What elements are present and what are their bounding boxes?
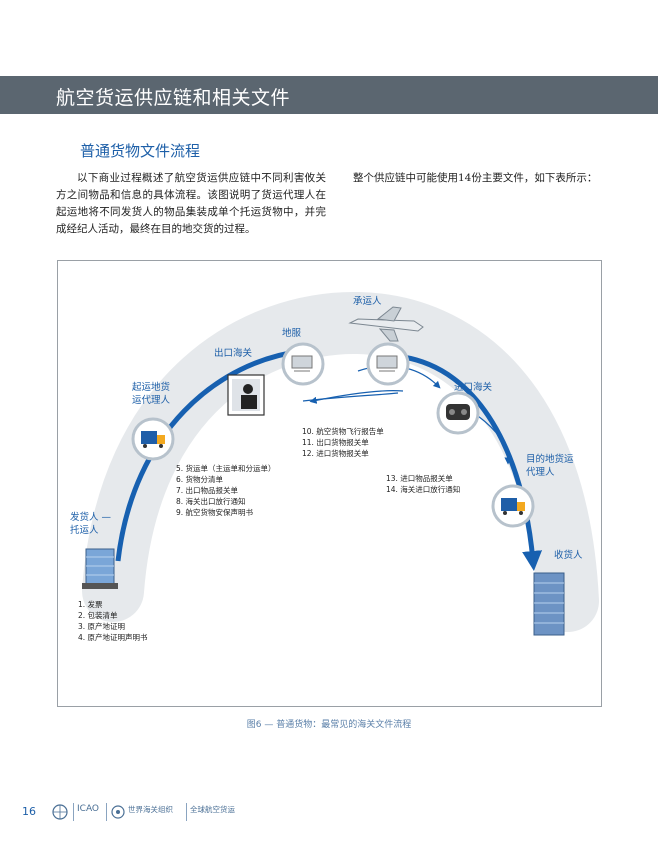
label-import-customs: 进口海关 [454,382,493,393]
docs-forwarder-list: 5. 货运单（主运单和分运单） 6. 货物分清单 7. 出口物品报关单 8. 海… [176,463,276,518]
documents-intro-paragraph: 整个供应链中可能使用14份主要文件，如下表所示： [353,172,598,184]
arrow-dest-forwarder [477,415,512,465]
docs-shipper-list: 1. 发票 2. 包装清单 3. 原产地证明 4. 原产地证明声明书 [78,599,148,643]
doc-item: 3. 原产地证明 [78,622,126,631]
page-title: 航空货运供应链和相关文件 [56,87,291,109]
doc-item: 5. 货运单（主运单和分运单） [176,464,276,473]
label-origin-forwarder-line1: 起运地货 [132,382,171,393]
main-flow-arrow [115,348,304,562]
header-band: 航空货运供应链和相关文件 [0,76,658,114]
doc-item: 7. 出口物品报关单 [176,486,239,495]
label-shipper-line1: 发货人 — [70,512,112,523]
label-ground-handling: 地服 [282,328,302,339]
doc-item: 10. 航空货物飞行报告单 [302,427,384,436]
building-icon [82,548,118,589]
footer-separator [106,803,107,821]
label-dest-forwarder-line1: 目的地货运 [526,454,574,465]
wco-emblem-icon [111,805,125,819]
supply-chain-diagram: 发货人 — 托运人 起运地货 运代理人 出口海关 地服 承运人 进口海关 目的地… [57,260,602,707]
label-shipper-line2: 托运人 [70,525,99,536]
doc-item: 2. 包装清单 [78,611,118,620]
label-destination-forwarder: 目的地货运 代理人 [526,453,574,479]
doc-item: 8. 海关出口放行通知 [176,497,246,506]
consignee-building-icon [533,572,565,636]
diagram-canvas [82,291,599,636]
destination-forwarder-truck-icon [491,484,535,528]
footer-separator [73,803,74,821]
series-title: 全球航空货运 [190,805,235,814]
doc-item: 6. 货物分清单 [176,475,224,484]
aircraft-icon [348,306,424,342]
doc-item: 11. 出口货物报关单 [302,438,369,447]
arch-band [82,291,599,632]
doc-item: 9. 航空货物安保声明书 [176,508,254,517]
icao-emblem-icon [52,804,68,820]
label-dest-forwarder-line2: 代理人 [526,467,555,478]
footer-separator [186,803,187,821]
label-origin-forwarder-line2: 运代理人 [132,395,171,406]
carrier-handling-icon [366,342,410,386]
icao-logo-text: ICAO [77,804,100,814]
origin-forwarder-truck-icon [131,417,175,461]
label-shipper: 发货人 — 托运人 [70,511,111,537]
intro-paragraph: 以下商业过程概述了航空货运供应链中不同利害攸关方之间物品和信息的具体流程。该图说… [56,172,326,235]
label-consignee: 收货人 [554,550,583,561]
return-arrow-export [302,392,399,402]
import-customs-icon [436,391,480,435]
doc-item: 13. 进口物品报关单 [386,474,453,483]
docs-carrier-list: 10. 航空货物飞行报告单 11. 出口货物报关单 12. 进口货物报关单 [302,426,384,459]
doc-item: 4. 原产地证明声明书 [78,633,148,642]
ground-handling-icon [281,342,325,386]
doc-item: 12. 进口货物报关单 [302,449,369,458]
wco-logo-text: 世界海关组织 [128,805,173,814]
doc-item: 14. 海关进口放行通知 [386,485,461,494]
section-title: 普通货物文件流程 [80,142,201,160]
customs-officer-icon [227,374,265,416]
figure-caption: 图6 — 普通货物：最常见的海关文件流程 [246,720,412,730]
label-origin-forwarder: 起运地货 运代理人 [132,381,170,407]
label-carrier: 承运人 [353,296,382,307]
docs-import-list: 13. 进口物品报关单 14. 海关进口放行通知 [386,473,460,495]
label-export-customs: 出口海关 [214,348,253,359]
page-number: 16 [22,805,36,818]
doc-item: 1. 发票 [78,600,103,609]
